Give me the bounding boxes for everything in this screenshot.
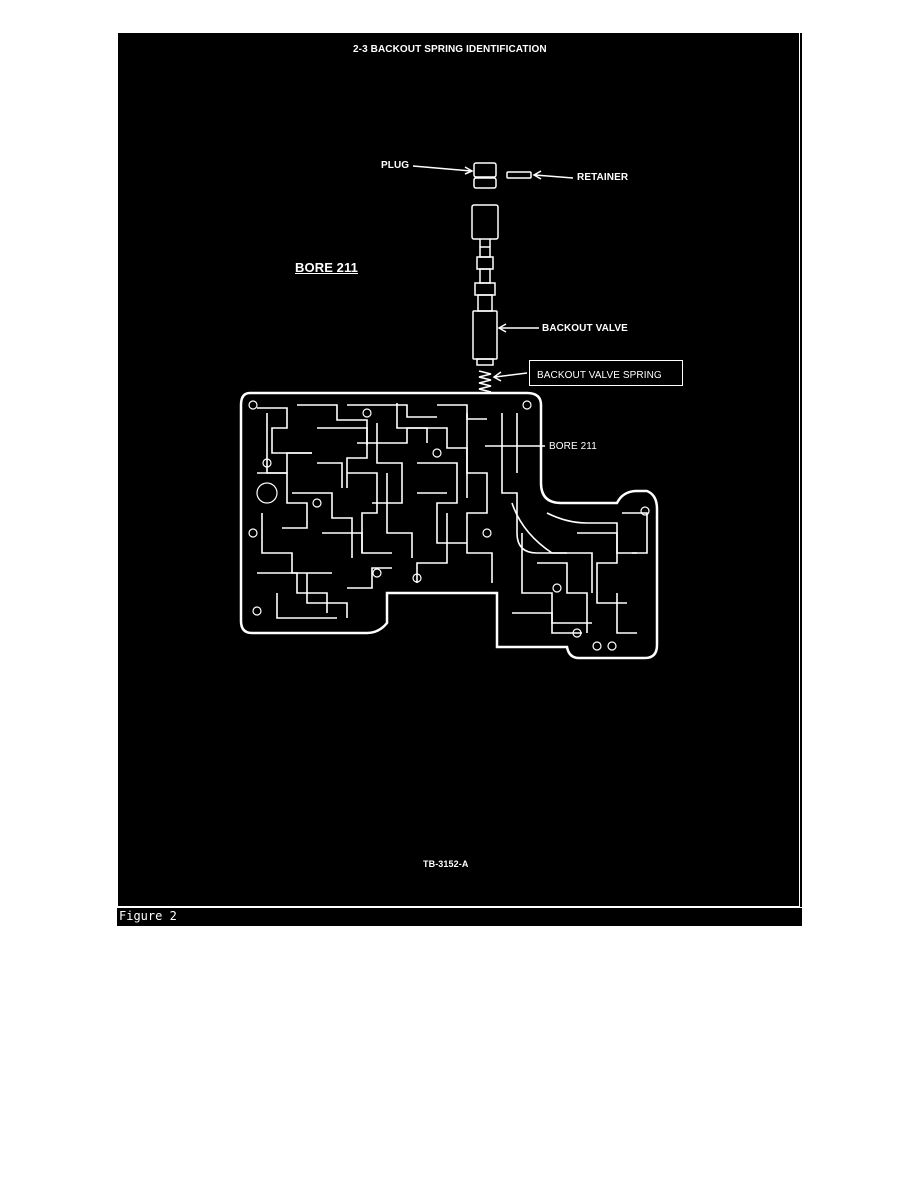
spring-leader [494,372,528,378]
bore-label: BORE 211 [549,441,597,452]
valve-body-diagram [239,162,659,660]
retainer-label: RETAINER [577,172,629,183]
retainer-part [506,171,532,179]
figure-caption: Figure 2 [119,909,177,923]
diagram-title: 2-3 BACKOUT SPRING IDENTIFICATION [353,44,547,55]
figure-panel: 2-3 BACKOUT SPRING IDENTIFICATION BORE 2… [117,33,802,926]
valve-body-outline [239,391,659,660]
spring-label-box [529,360,683,386]
backout-valve-label: BACKOUT VALVE [542,323,628,334]
plug-leader [412,165,472,172]
spring-part [478,370,492,393]
bore-heading: BORE 211 [295,260,358,275]
figure-code: TB-3152-A [423,859,469,869]
plug-label: PLUG [381,160,410,171]
backout-valve-part [472,246,498,366]
valve-body-bolt-holes [248,400,650,651]
figure-border [117,33,800,907]
backout-valve-spring-label: BACKOUT VALVE SPRING [537,370,662,381]
plug-part [473,162,497,178]
valve-cap-part [471,204,499,240]
valve-body-channels [257,403,648,634]
retainer-leader [534,174,574,179]
caption-bar: Figure 2 [117,907,802,926]
